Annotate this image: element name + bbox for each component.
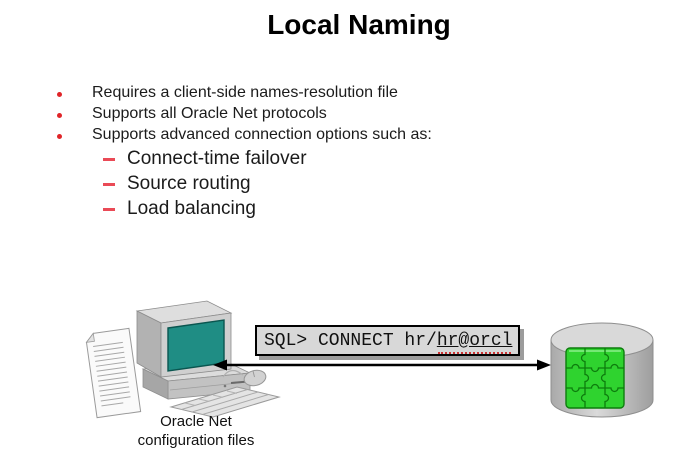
client-server-arrow-icon	[213, 359, 551, 371]
connect-string: hr@orcl	[436, 330, 513, 354]
database-icon	[550, 322, 654, 418]
keyboard-icon	[169, 386, 281, 418]
sub-bullet-label: Connect-time failover	[127, 148, 307, 169]
bullet-label: Supports advanced connection options suc…	[92, 126, 432, 143]
sub-bullet-item: Load balancing	[103, 198, 307, 223]
dash-icon	[103, 183, 115, 186]
sub-bullet-label: Load balancing	[127, 198, 256, 219]
client-caption: Oracle Net configuration files	[106, 412, 286, 450]
sql-command-text: SQL> CONNECT hr/	[264, 330, 437, 351]
client-caption-line2: configuration files	[137, 432, 255, 449]
page-title: Local Naming	[267, 9, 451, 40]
monitor-icon	[135, 300, 233, 378]
dash-icon	[103, 158, 115, 161]
bullet-label: Requires a client-side names-resolution …	[92, 84, 398, 101]
bullet-list: Requires a client-side names-resolution …	[57, 84, 432, 147]
mouse-icon	[222, 369, 267, 387]
document-stack-icon	[85, 327, 142, 419]
client-caption-line1: Oracle Net	[160, 413, 232, 430]
sub-bullet-list: Connect-time failover Source routing Loa…	[103, 148, 307, 223]
bullet-item: Supports advanced connection options suc…	[57, 126, 432, 147]
puzzle-panel-icon	[565, 347, 625, 409]
bullet-dot-icon	[57, 92, 62, 97]
client-computer-icon	[85, 300, 281, 419]
sub-bullet-item: Source routing	[103, 173, 307, 198]
bullet-item: Requires a client-side names-resolution …	[57, 84, 432, 105]
sub-bullet-label: Source routing	[127, 173, 251, 194]
dash-icon	[103, 208, 115, 211]
bullet-label: Supports all Oracle Net protocols	[92, 105, 327, 122]
bullet-dot-icon	[57, 113, 62, 118]
sql-command-box: SQL> CONNECT hr/hr@orcl	[255, 325, 520, 356]
bullet-item: Supports all Oracle Net protocols	[57, 105, 432, 126]
sub-bullet-item: Connect-time failover	[103, 148, 307, 173]
bullet-dot-icon	[57, 134, 62, 139]
